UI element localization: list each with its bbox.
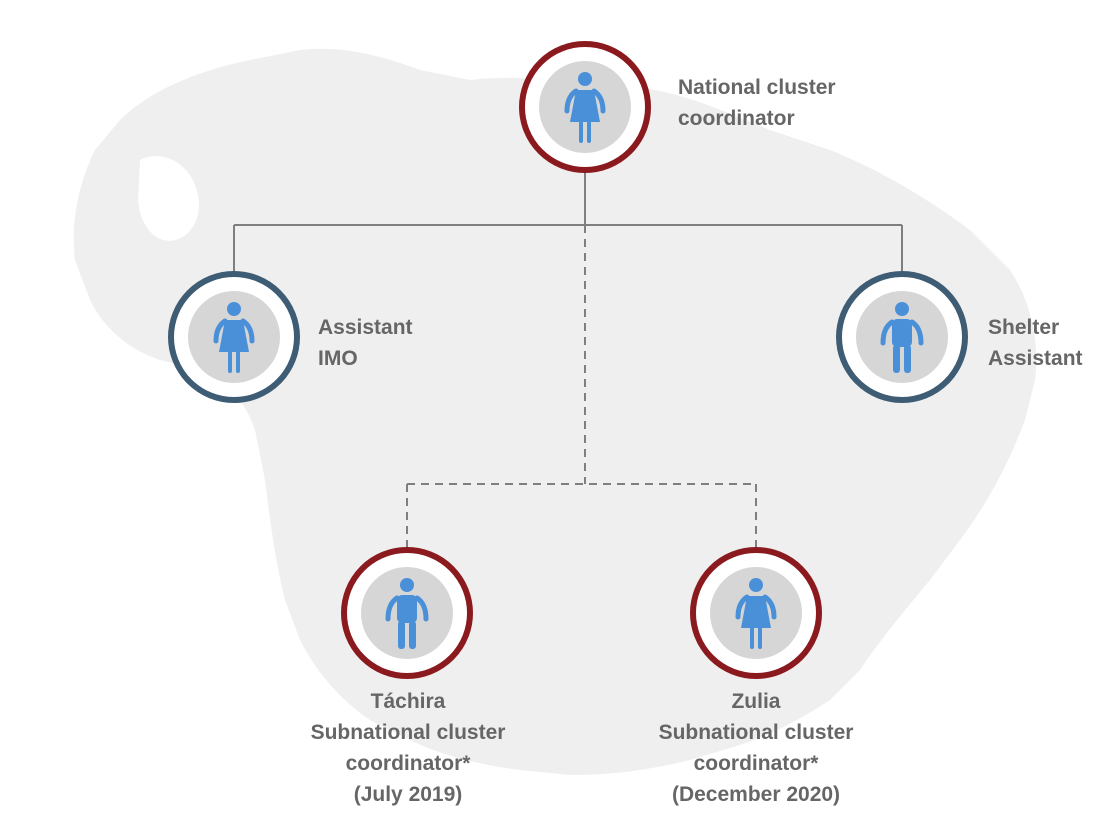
person-dress [219, 320, 249, 352]
label-line: Zulia [731, 690, 781, 713]
person-head [400, 578, 414, 592]
person-head [578, 72, 592, 86]
person-leg [579, 121, 583, 143]
node-assistant-imo [168, 271, 300, 403]
person-leg [893, 345, 900, 373]
node-shelter-assistant [836, 271, 968, 403]
label-line: Assistant [988, 347, 1083, 370]
person-arm [591, 88, 606, 114]
label-tachira-coordinator: Táchira Subnational cluster coordinator*… [258, 686, 558, 810]
person-dress [570, 90, 600, 122]
label-assistant-imo: Assistant IMO [318, 312, 413, 374]
label-national-coordinator: National cluster coordinator [678, 72, 836, 134]
person-leg [587, 121, 591, 143]
female-person-icon [213, 302, 255, 373]
label-line: coordinator [678, 107, 795, 130]
label-line: Subnational cluster [310, 721, 506, 744]
label-line: Táchira [370, 690, 446, 713]
person-arm [564, 88, 579, 114]
label-line: National cluster [678, 76, 836, 99]
label-line: (December 2020) [671, 783, 841, 806]
label-zulia-coordinator: Zulia Subnational cluster coordinator* (… [606, 686, 906, 810]
person-arm [762, 594, 777, 620]
person-torso [892, 319, 912, 347]
lake-maracaibo-shape [138, 156, 199, 241]
label-line: (July 2019) [353, 783, 463, 806]
person-head [227, 302, 241, 316]
person-arm [880, 319, 895, 346]
person-leg [409, 621, 416, 649]
label-line: Shelter [988, 316, 1060, 339]
person-arm [213, 318, 228, 344]
person-leg [904, 345, 911, 373]
dashed-connectors [406, 225, 757, 550]
person-arm [414, 595, 429, 622]
person-arm [909, 319, 924, 346]
label-line: Assistant [318, 316, 413, 339]
node-tachira-coordinator [341, 547, 473, 679]
person-head [895, 302, 909, 316]
person-torso [397, 595, 417, 623]
solid-connectors [233, 170, 903, 274]
label-line: Subnational cluster [658, 721, 854, 744]
node-zulia-coordinator [690, 547, 822, 679]
person-leg [398, 621, 405, 649]
label-line: IMO [318, 347, 358, 370]
male-person-icon [385, 578, 429, 649]
female-person-icon [564, 72, 606, 143]
male-person-icon [880, 302, 924, 373]
person-arm [735, 594, 750, 620]
label-line: coordinator* [693, 752, 819, 775]
person-leg [236, 351, 240, 373]
label-line: coordinator* [345, 752, 471, 775]
person-leg [228, 351, 232, 373]
person-arm [240, 318, 255, 344]
person-arm [385, 595, 400, 622]
person-leg [758, 627, 762, 649]
person-head [749, 578, 763, 592]
female-person-icon [735, 578, 777, 649]
person-dress [741, 596, 771, 628]
label-shelter-assistant: Shelter Assistant [988, 312, 1083, 374]
person-leg [750, 627, 754, 649]
node-national-coordinator [519, 41, 651, 173]
